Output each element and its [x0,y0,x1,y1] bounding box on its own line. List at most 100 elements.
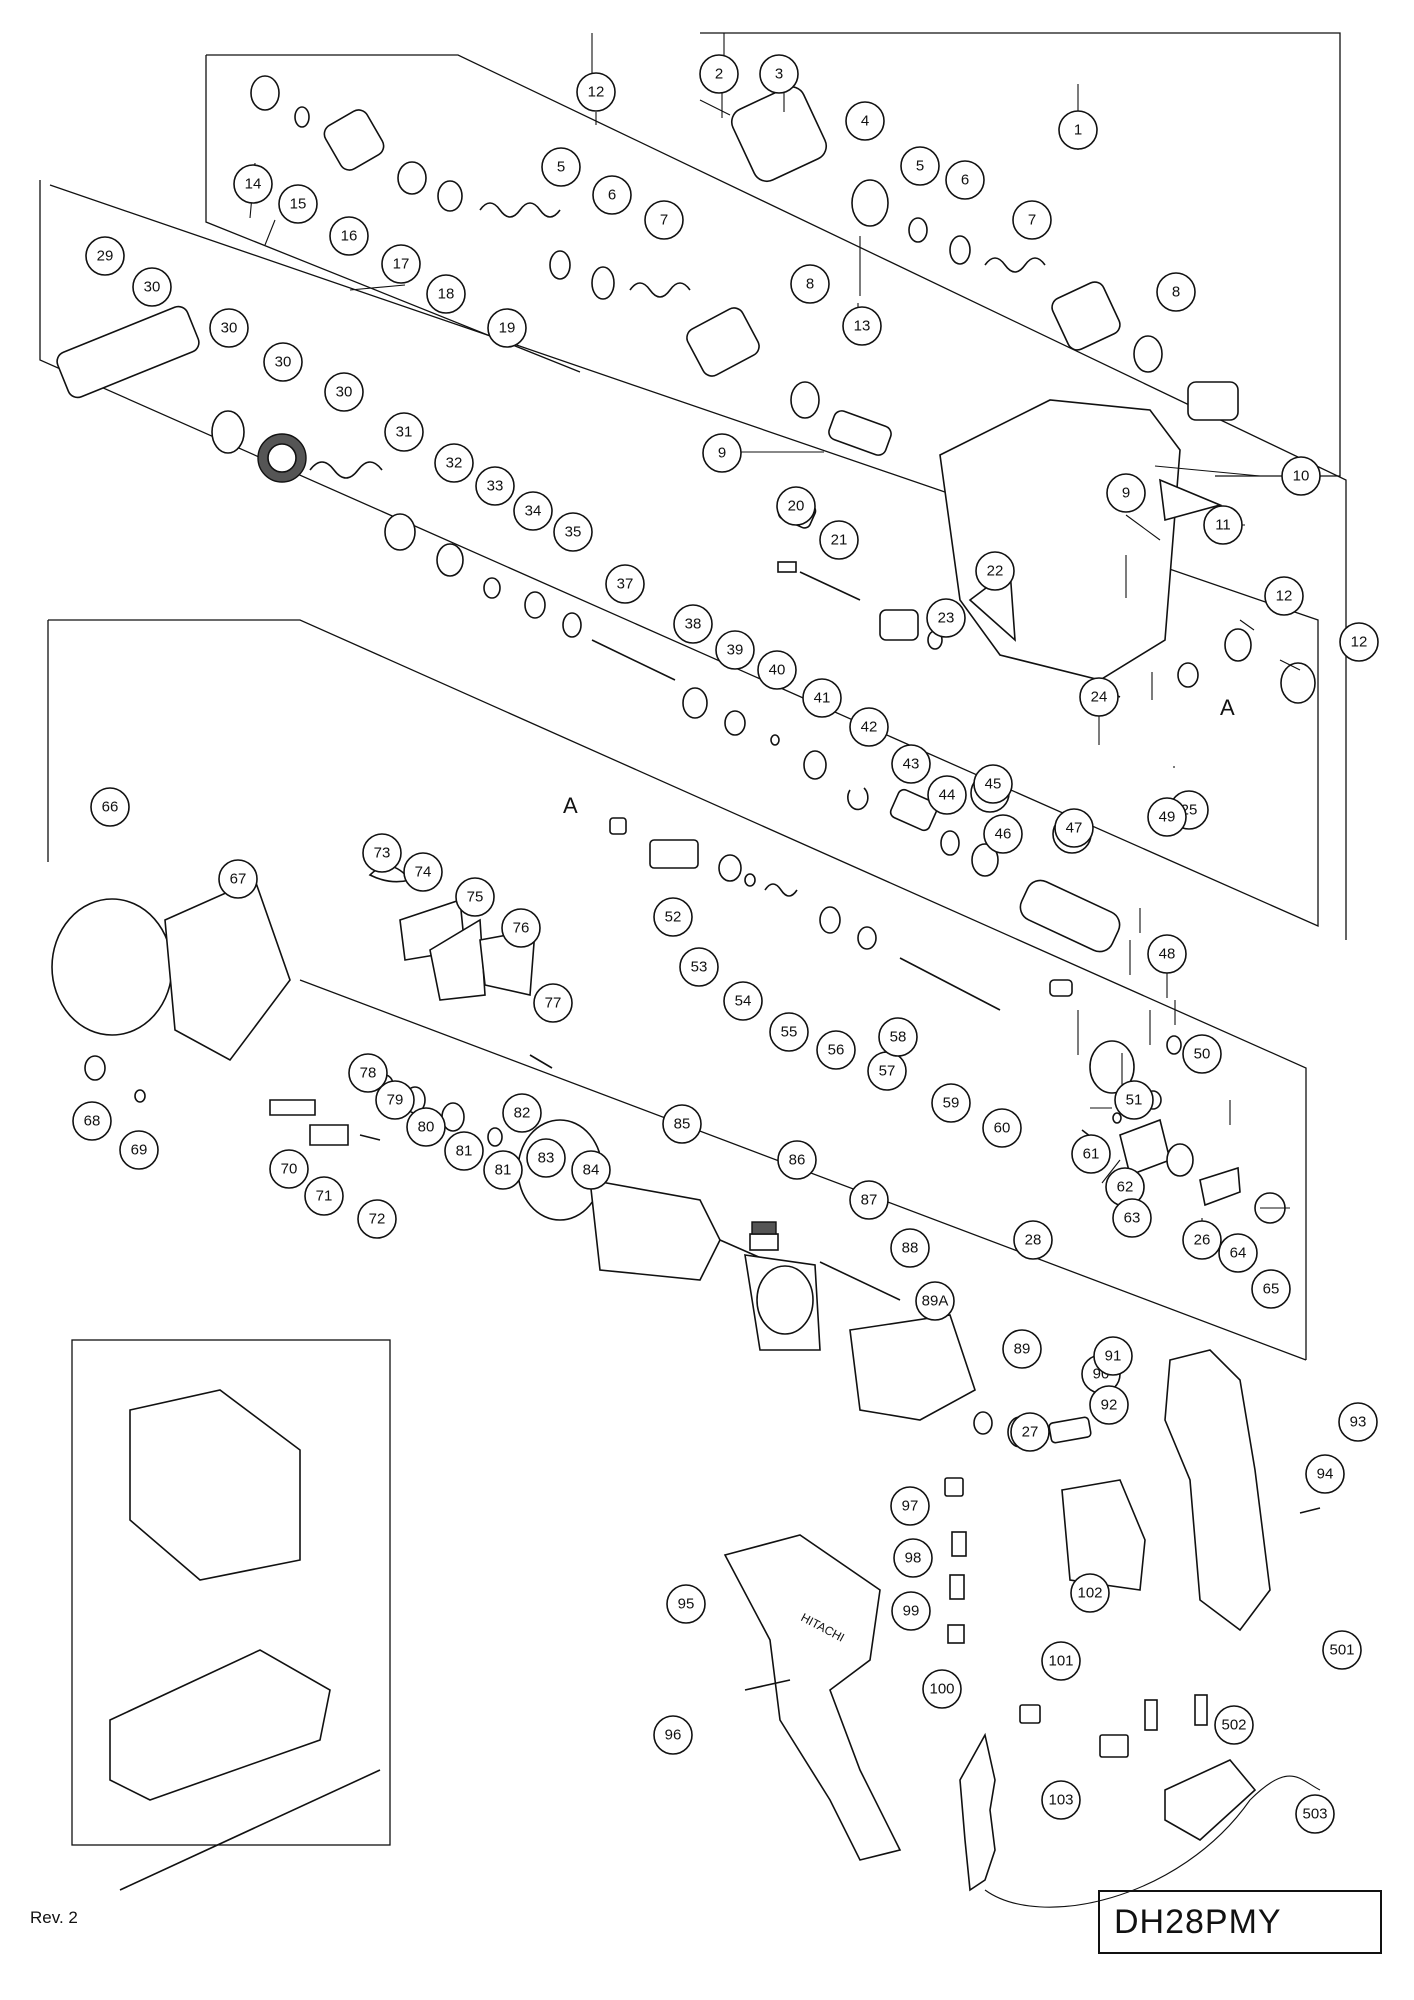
callout-number: 40 [769,662,786,679]
callout-45: 45 [973,764,1013,804]
callout-61: 61 [1071,1134,1111,1174]
callout-65: 65 [1251,1269,1291,1309]
callout-number: 81 [456,1143,473,1160]
callout-47: 47 [1054,808,1094,848]
callout-85: 85 [662,1104,702,1144]
callout-30: 30 [263,342,303,382]
callout-number: 70 [281,1161,298,1178]
callout-89A: 89A [915,1281,955,1321]
callout-number: 53 [691,959,708,976]
callout-89: 89 [1002,1329,1042,1369]
callout-40: 40 [757,650,797,690]
callout-number: 34 [525,503,542,520]
callout-number: 63 [1124,1210,1141,1227]
callout-number: 14 [245,176,262,193]
callout-number: 18 [438,286,455,303]
callout-64: 64 [1218,1233,1258,1273]
callout-number: 23 [938,610,955,627]
callout-23: 23 [926,598,966,638]
callout-number: 502 [1221,1717,1246,1734]
callout-12: 12 [1339,622,1379,662]
callout-70: 70 [269,1149,309,1189]
callout-60: 60 [982,1108,1022,1148]
callout-number: 89 [1014,1341,1031,1358]
callout-84: 84 [571,1150,611,1190]
callout-number: 75 [467,889,484,906]
callout-78: 78 [348,1053,388,1093]
callout-93: 93 [1338,1402,1378,1442]
callout-100: 100 [922,1669,962,1709]
callout-number: 6 [608,187,616,204]
callout-number: 6 [961,172,969,189]
callout-83: 83 [526,1138,566,1178]
callout-20: 20 [776,486,816,526]
callout-number: 11 [1215,517,1231,534]
callout-102: 102 [1070,1573,1110,1613]
callout-38: 38 [673,604,713,644]
callout-number: 31 [396,424,413,441]
callout-17: 17 [381,244,421,284]
callout-number: 100 [929,1681,954,1698]
callout-95: 95 [666,1584,706,1624]
callout-number: 68 [84,1113,101,1130]
callout-66: 66 [90,787,130,827]
callout-14: 14 [233,164,273,204]
callout-number: 44 [939,787,956,804]
callout-number: 9 [718,445,726,462]
callout-number: 16 [341,228,358,245]
callout-number: 35 [565,524,582,541]
callout-4: 4 [845,101,885,141]
callout-46: 46 [983,814,1023,854]
callout-55: 55 [769,1012,809,1052]
callout-16: 16 [329,216,369,256]
callout-number: 43 [903,756,920,773]
callout-number: 82 [514,1105,531,1122]
callout-56: 56 [816,1030,856,1070]
callout-number: 48 [1159,946,1176,963]
callout-number: 7 [660,212,668,229]
callout-number: 52 [665,909,682,926]
callout-number: 94 [1317,1466,1334,1483]
callout-11: 11 [1203,505,1243,545]
callout-number: 81 [495,1162,512,1179]
callout-9: 9 [1106,473,1146,513]
callout-number: 12 [1351,634,1368,651]
callout-31: 31 [384,412,424,452]
callout-number: 67 [230,871,247,888]
callout-number: 2 [715,66,723,83]
callout-13: 13 [842,306,882,346]
callout-number: 71 [316,1188,333,1205]
callout-10: 10 [1281,456,1321,496]
callout-number: 89A [922,1293,949,1310]
callout-number: 77 [545,995,562,1012]
callout-73: 73 [362,833,402,873]
callout-number: 76 [513,920,530,937]
callout-18: 18 [426,274,466,314]
callout-number: 69 [131,1142,148,1159]
callout-number: 8 [806,276,814,293]
callout-502: 502 [1214,1705,1254,1745]
callout-87: 87 [849,1180,889,1220]
revision-label: Rev. 2 [30,1908,78,1927]
callout-34: 34 [513,491,553,531]
callout-number: 503 [1302,1806,1327,1823]
callout-number: 22 [987,563,1004,580]
callout-28: 28 [1013,1220,1053,1260]
callout-92: 92 [1089,1385,1129,1425]
callout-number: 60 [994,1120,1011,1137]
callout-number: 45 [985,776,1002,793]
callout-number: 84 [583,1162,600,1179]
callout-number: 1 [1074,122,1082,139]
callout-24: 24 [1079,677,1119,717]
callout-number: 19 [499,320,516,337]
callout-number: 73 [374,845,391,862]
callout-number: 93 [1350,1414,1367,1431]
callout-number: 66 [102,799,119,816]
callout-number: 30 [275,354,292,371]
callout-number: 99 [903,1603,920,1620]
callout-30: 30 [132,267,172,307]
callout-number: 32 [446,455,463,472]
callout-number: 92 [1101,1397,1118,1414]
